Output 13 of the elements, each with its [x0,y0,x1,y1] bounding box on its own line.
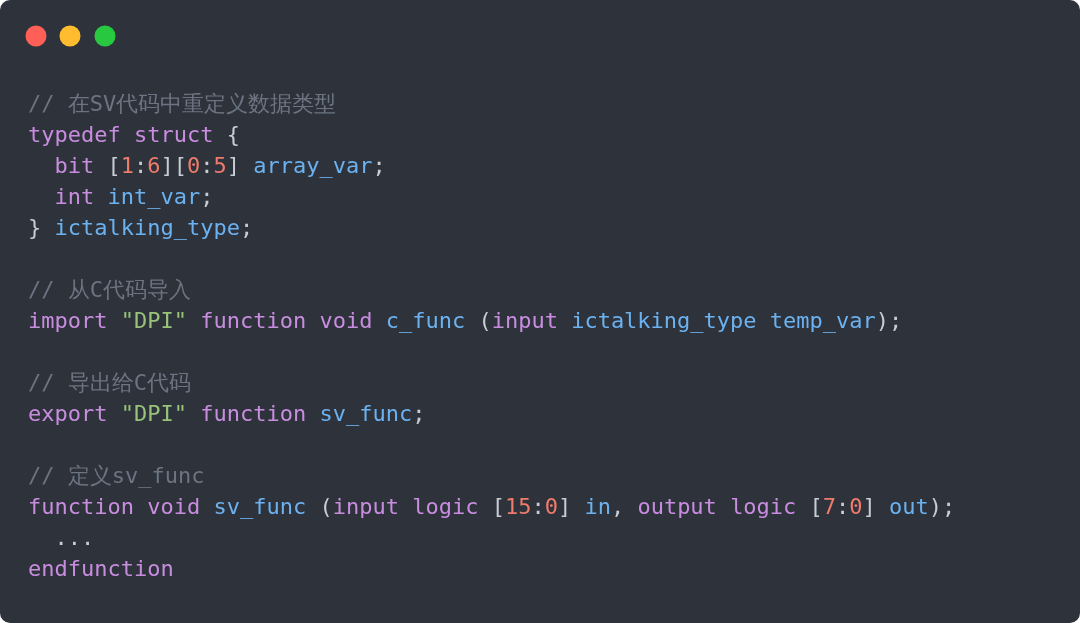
code-line: endfunction [28,555,174,583]
code-line: ... [53,524,95,552]
code-comment: // 定义sv_func [28,462,205,490]
code-line: } ictalking_type; [28,214,254,242]
code-comment: // 导出给C代码 [28,369,191,397]
code-line: int int_var; [53,183,214,211]
code-line: bit [1:6][0:5] array_var; [53,152,386,180]
code-line: typedef struct { [28,121,240,149]
code-line: export "DPI" function sv_func; [28,400,426,428]
code-line: function void sv_func (input logic [15:0] in, output logic [7:0] out); [28,493,956,521]
code-line: import "DPI" function void c_func (input ictalking_type temp_var); [28,307,903,335]
code-comment: // 在SV代码中重定义数据类型 [28,90,337,118]
code-comment: // 从C代码导入 [28,276,191,304]
